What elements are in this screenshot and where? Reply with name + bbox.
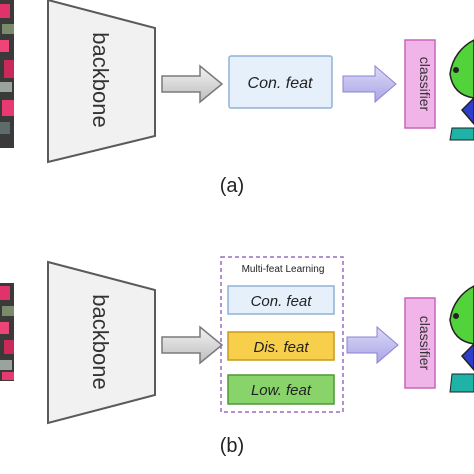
arrow-feat-to-classifier-a <box>342 64 397 104</box>
output-image-a <box>448 38 474 141</box>
classifier-label-b: classifier <box>417 316 433 371</box>
con-feat-box-b <box>227 285 335 315</box>
con-feat-label-b: Con. feat <box>251 293 313 310</box>
low-feat-label-b: Low. feat <box>251 382 312 399</box>
backbone-block-a <box>47 0 156 164</box>
backbone-label-b: backbone <box>88 294 113 389</box>
arrow-backbone-to-group-b <box>161 325 224 365</box>
dis-feat-label-b: Dis. feat <box>253 339 309 356</box>
backbone-block-b <box>47 260 156 425</box>
con-feat-label-a: Con. feat <box>248 75 313 92</box>
con-feat-box-a <box>228 55 333 109</box>
input-image-b <box>0 283 14 381</box>
output-image-b <box>448 283 474 393</box>
classifier-box-a <box>404 39 436 129</box>
arrow-backbone-to-feat-a <box>161 64 224 104</box>
caption-b: (b) <box>220 435 244 457</box>
arrow-group-to-classifier-b <box>346 325 399 365</box>
dis-feat-box-b <box>227 331 335 361</box>
backbone-label-a: backbone <box>88 32 113 127</box>
multi-feat-group-title: Multi-feat Learning <box>242 264 325 275</box>
input-image-a <box>0 0 14 148</box>
multi-feat-group-box <box>220 256 344 413</box>
classifier-label-a: classifier <box>417 57 433 112</box>
panel-a: backbone Con. feat classifier (a) <box>0 0 474 197</box>
caption-a: (a) <box>220 175 244 197</box>
panel-b: backbone Multi-feat Learning Con. feat D… <box>0 256 474 457</box>
low-feat-box-b <box>227 374 335 405</box>
classifier-box-b <box>404 297 436 389</box>
